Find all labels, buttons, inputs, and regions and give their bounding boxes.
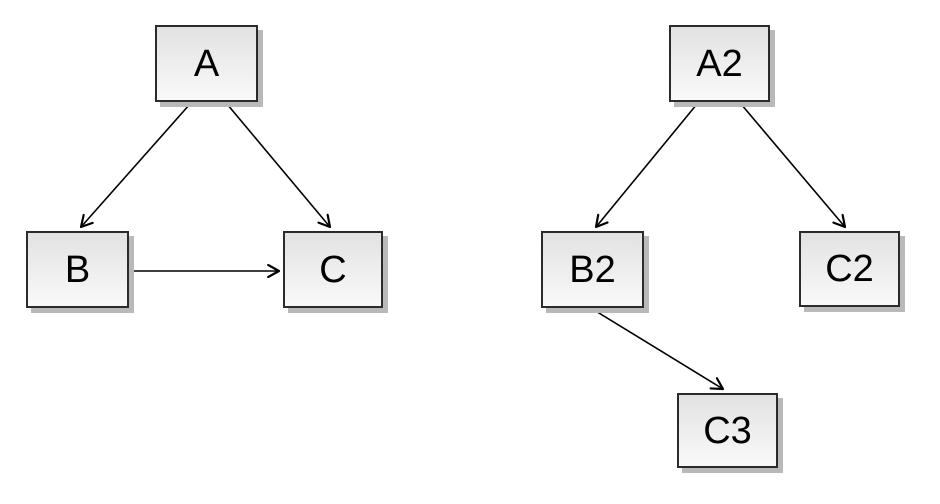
node-label: A [193,42,220,85]
node-label: C2 [825,248,874,290]
node-A2[interactable]: A2 [669,25,770,102]
node-A[interactable]: A [155,25,258,102]
node-C2[interactable]: C2 [799,231,900,307]
node-C3[interactable]: C3 [677,393,778,468]
node-label: C [319,248,347,291]
node-label: B2 [569,248,616,291]
node-label: A2 [696,42,743,85]
node-label: C3 [703,409,752,452]
node-C[interactable]: C [283,231,383,308]
node-B[interactable]: B [26,231,129,308]
node-B2[interactable]: B2 [541,231,644,308]
node-label: B [64,248,91,291]
